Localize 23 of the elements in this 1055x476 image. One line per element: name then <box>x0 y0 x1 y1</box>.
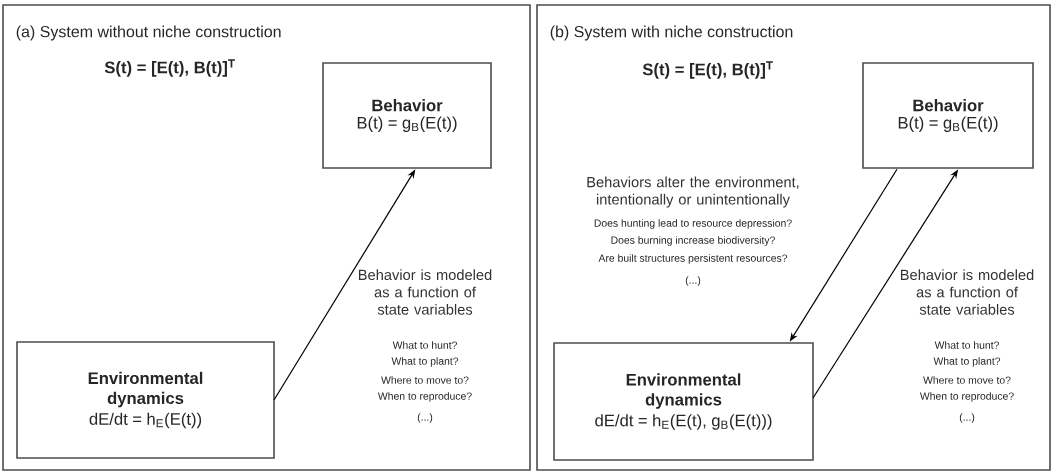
annotation: Behavior is modeled as a function of state variables <box>900 269 1034 315</box>
process-box: Behavior B(t) = g$_{B}$(E(t)) <box>322 62 492 169</box>
question: (...) <box>685 276 701 286</box>
question: What to plant? <box>933 357 1001 367</box>
state-formula: S(t) = [E(t), B(t)]$^{T}$ <box>642 61 773 79</box>
question: Does burning increase biodiversity? <box>611 236 775 246</box>
question: (...) <box>417 413 433 423</box>
question: Does hunting lead to resource depression? <box>594 219 792 229</box>
question: Where to move to? <box>923 376 1011 384</box>
process-box: Environmental dynamics dE/dt = h$_{E}$(E(t)) <box>16 341 275 459</box>
question: When to reproduce? <box>919 392 1014 402</box>
annotation: Behaviors alter the environment, intentionally or unintentionally <box>587 176 799 208</box>
question: What to hunt? <box>934 341 999 349</box>
question: (...) <box>959 413 975 423</box>
state-formula: S(t) = [E(t), B(t)]$^{T}$ <box>104 59 235 77</box>
question: What to plant? <box>391 357 459 367</box>
process-box: Behavior B(t) = g$_{B}$(E(t)) <box>862 62 1034 169</box>
question: What to hunt? <box>392 341 457 349</box>
annotation: Behavior is modeled as a function of state variables <box>358 269 492 315</box>
process-box: Environmental dynamics dE/dt = h$_{E}$(E(t), g$_{B}$(E(t))) <box>553 342 814 461</box>
question: When to reproduce? <box>377 392 472 402</box>
question: Are built structures persistent resources? <box>598 254 788 264</box>
question: Where to move to? <box>381 376 469 384</box>
